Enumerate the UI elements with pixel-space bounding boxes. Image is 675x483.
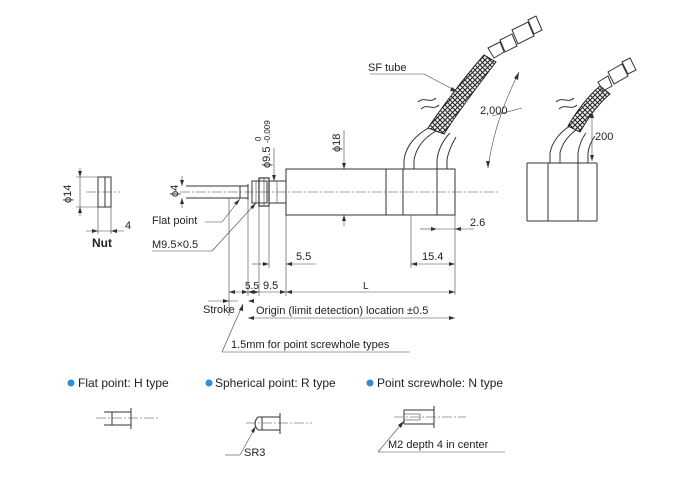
nut-label: Nut xyxy=(92,236,112,250)
cable-length-label: 2,000 xyxy=(480,105,508,117)
nut-width-label: 4 xyxy=(125,220,131,232)
shaft-diameter-label: ϕ4 xyxy=(169,185,181,197)
sr3-label: SR3 xyxy=(244,447,265,459)
n-type-label: Point screwhole: N type xyxy=(377,376,503,390)
actuator-drawing xyxy=(180,160,500,216)
r-type-tip xyxy=(246,413,312,434)
body-length-label: L xyxy=(363,281,369,292)
screwhole-note: 1.5mm for point screwhole types xyxy=(231,339,390,351)
thread-tolerance-upper: 0 xyxy=(254,136,263,141)
m2-label: M2 depth 4 in center xyxy=(388,439,489,451)
body-diameter-label: ϕ18 xyxy=(331,134,343,152)
nut-drawing xyxy=(76,168,124,234)
nut-offset-label: 5.5 xyxy=(245,281,259,292)
cable-offset-label: 2.6 xyxy=(470,217,485,229)
nut-diameter-label: ϕ14 xyxy=(62,185,74,203)
h-type-label: Flat point: H type xyxy=(78,376,169,390)
cable-position-label: 15.4 xyxy=(422,251,443,263)
thread-spec-label: M9.5×0.5 xyxy=(152,239,198,251)
n-type-tip xyxy=(394,406,466,428)
stroke-label: Stroke xyxy=(203,304,235,316)
flat-point-label: Flat point xyxy=(152,215,197,227)
h-type-tip xyxy=(96,408,160,429)
cable-end-length-label: 200 xyxy=(595,131,613,143)
r-type-bullet xyxy=(205,379,213,387)
r-type-label: Spherical point: R type xyxy=(215,376,336,390)
cable-end-view xyxy=(526,57,637,222)
thread-length-label: 9.5 xyxy=(263,280,278,292)
h-type-bullet xyxy=(67,379,75,387)
cable-drawing xyxy=(403,15,543,161)
thread-diameter-label: ϕ9.5 xyxy=(261,147,273,168)
origin-label: Origin (limit detection) location ±0.5 xyxy=(256,305,428,317)
thread-tolerance-lower: -0.009 xyxy=(263,120,272,143)
n-type-bullet xyxy=(366,379,374,387)
front-step-label: 5.5 xyxy=(296,251,311,263)
sf-tube-label: SF tube xyxy=(368,62,407,74)
